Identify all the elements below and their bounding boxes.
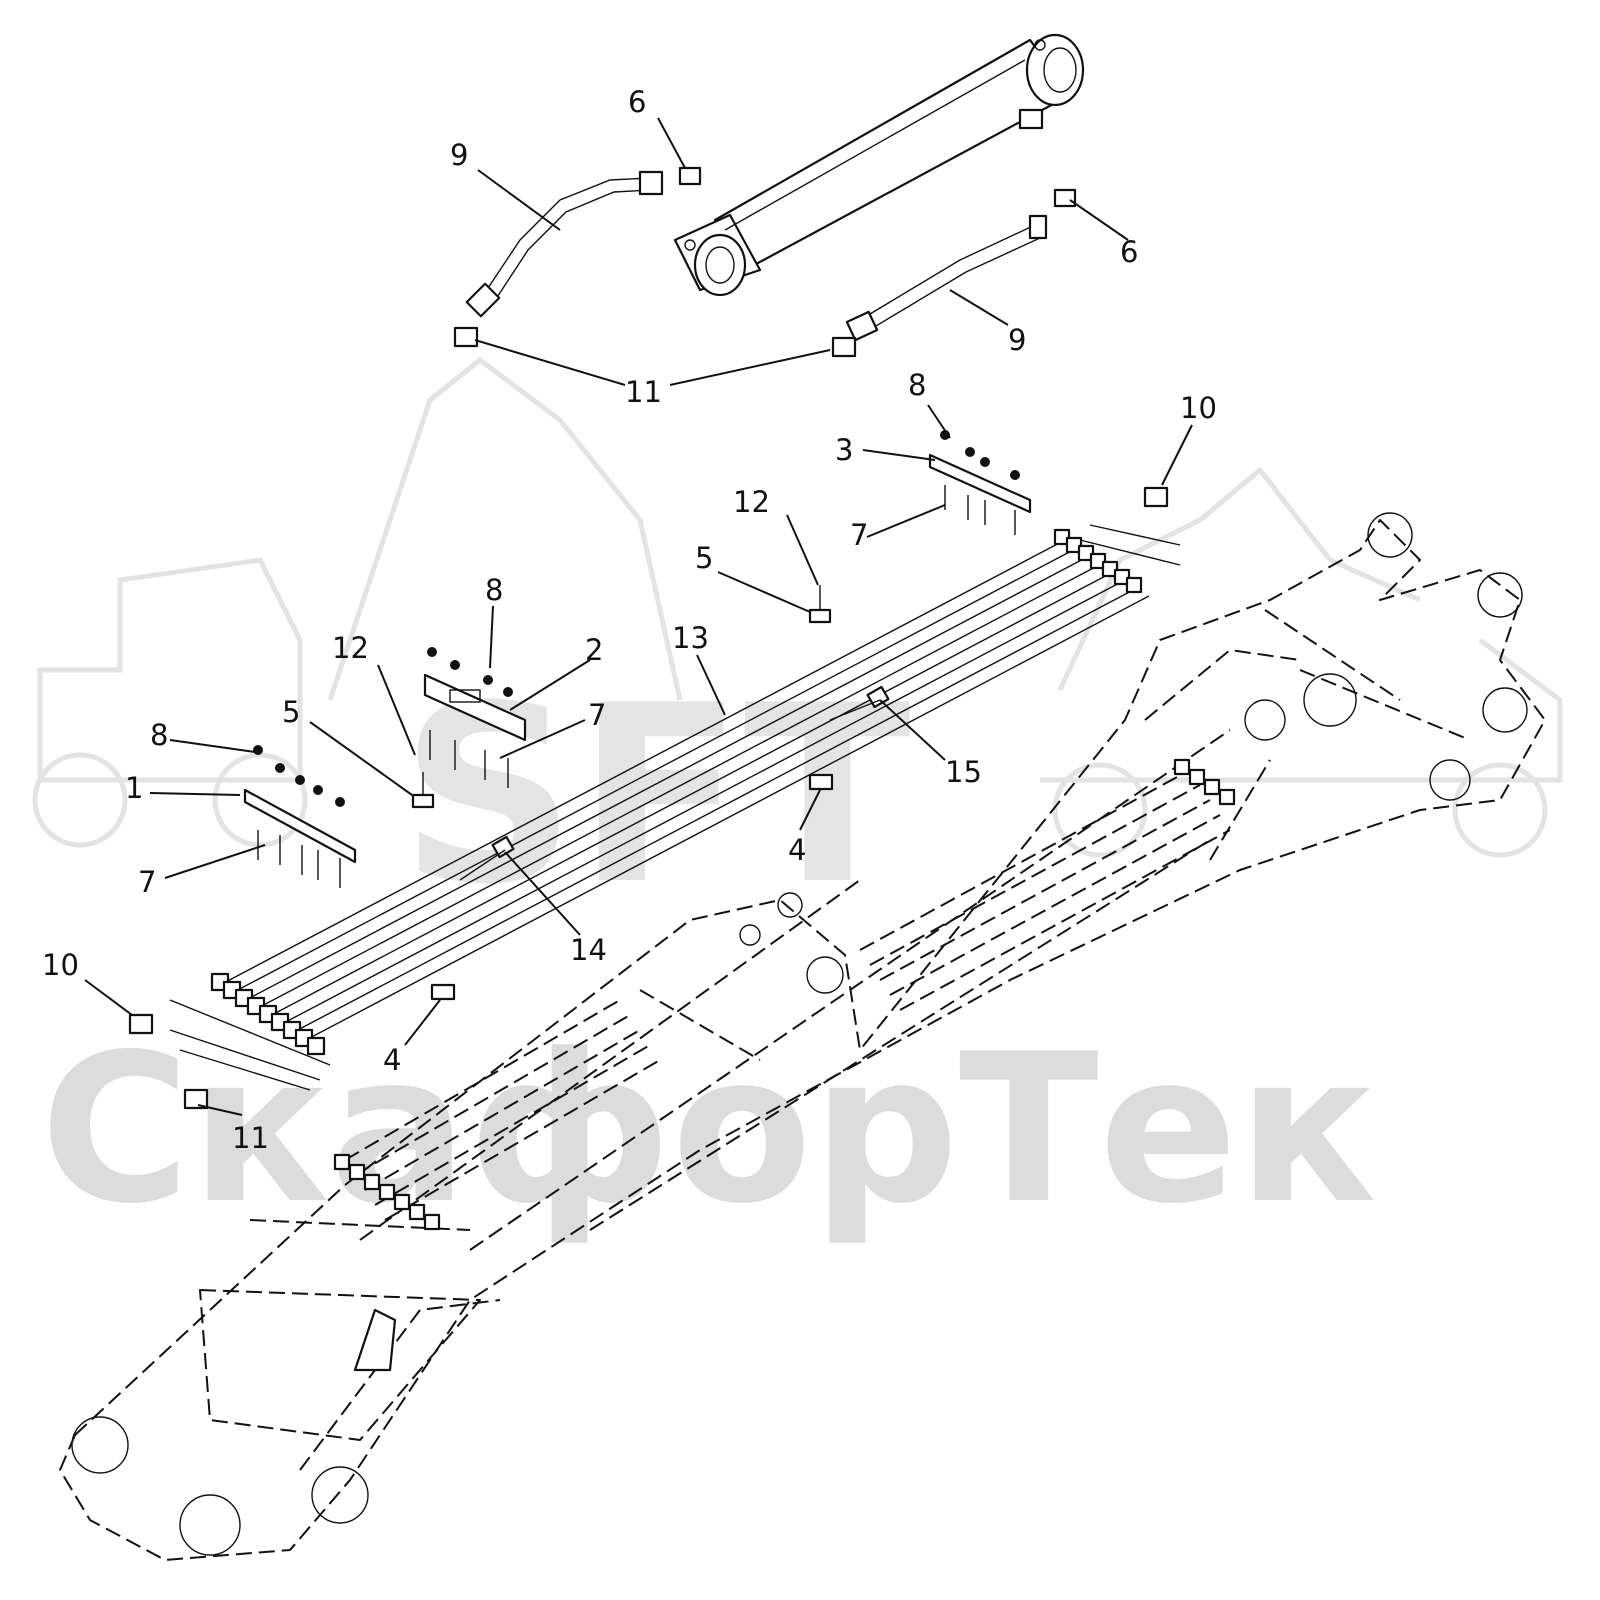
callout-1: 1 — [125, 771, 143, 805]
callout-15: 15 — [945, 755, 982, 789]
clamp-plate-3 — [928, 430, 1032, 535]
callout-5-mid: 5 — [282, 695, 300, 729]
callout-8-top: 8 — [908, 368, 926, 402]
callout-5-top: 5 — [695, 541, 713, 575]
boom-outline — [59, 512, 1546, 1561]
callout-3: 3 — [835, 433, 853, 467]
callout-6-right: 6 — [1120, 235, 1138, 269]
callout-11-top: 11 — [625, 375, 662, 409]
hydraulic-cylinder — [673, 33, 1085, 297]
fittings — [128, 166, 1169, 1110]
callout-10-right: 10 — [1180, 391, 1217, 425]
pipe-bundle — [169, 524, 1181, 1091]
callout-6-top: 6 — [628, 85, 646, 119]
callout-14: 14 — [570, 933, 607, 967]
watermark: SFT СкафорТек — [32, 356, 1563, 1249]
small-brackets — [411, 585, 834, 1001]
callout-9-right: 9 — [1008, 323, 1026, 357]
watermark-excavator-icon — [32, 356, 1563, 858]
callout-2: 2 — [585, 633, 603, 667]
callouts: 6 6 9 9 11 8 3 10 12 7 5 13 8 2 12 7 5 8… — [42, 85, 1217, 1155]
callout-4-right: 4 — [788, 833, 806, 867]
callout-7-top: 7 — [850, 518, 868, 552]
hose-right — [845, 214, 1048, 342]
watermark-logo: SFT — [400, 653, 911, 938]
callout-13: 13 — [672, 621, 709, 655]
clamp-plate-1 — [243, 745, 357, 888]
callout-4-bottom: 4 — [383, 1043, 401, 1077]
callout-7-left: 7 — [138, 865, 156, 899]
leader-lines — [84, 117, 1193, 1116]
callout-8-mid: 8 — [485, 573, 503, 607]
callout-10-left: 10 — [42, 948, 79, 982]
watermark-brand: СкафорТек — [40, 1011, 1377, 1249]
clamp-plate-2 — [423, 647, 527, 788]
callout-11-bottom: 11 — [232, 1121, 269, 1155]
callout-9-left: 9 — [450, 138, 468, 172]
callout-12-mid: 12 — [332, 631, 369, 665]
callout-7-mid: 7 — [588, 698, 606, 732]
hose-left — [465, 170, 664, 318]
callout-12-top: 12 — [733, 485, 770, 519]
callout-8-left: 8 — [150, 718, 168, 752]
